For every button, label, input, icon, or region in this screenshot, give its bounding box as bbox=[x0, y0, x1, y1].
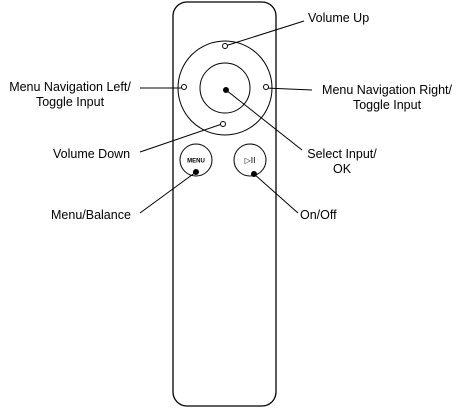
dot-select bbox=[223, 87, 229, 93]
dot-volume-down bbox=[220, 121, 226, 127]
dot-nav-left bbox=[181, 84, 187, 90]
label-menu-balance: Menu/Balance bbox=[51, 208, 131, 222]
label-select-line1: Select Input/ bbox=[307, 147, 377, 161]
dot-menu-balance bbox=[193, 169, 199, 175]
leader-nav-right bbox=[264, 87, 313, 91]
label-nav-right-line1: Menu Navigation Right/ bbox=[322, 83, 452, 97]
menu-button[interactable] bbox=[179, 143, 213, 177]
dot-on-off bbox=[251, 171, 257, 177]
leader-select bbox=[225, 89, 303, 151]
label-volume-down: Volume Down bbox=[53, 147, 131, 161]
label-nav-right: Menu Navigation Right/ Toggle Input bbox=[313, 83, 461, 113]
label-on-off: On/Off bbox=[300, 208, 337, 222]
label-nav-right-line2: Toggle Input bbox=[352, 98, 422, 112]
leader-on-off bbox=[253, 173, 299, 214]
leader-menu-balance bbox=[139, 171, 197, 214]
label-nav-left-line2: Toggle Input bbox=[35, 95, 105, 109]
label-select: Select Input/ OK bbox=[296, 147, 388, 177]
label-volume-up: Volume Up bbox=[308, 11, 370, 25]
dot-volume-up bbox=[222, 43, 228, 49]
leader-volume-up bbox=[224, 20, 305, 47]
menu-button-label: MENU bbox=[187, 159, 205, 165]
dot-nav-right bbox=[263, 84, 269, 90]
leader-volume-down bbox=[139, 123, 223, 153]
label-select-line2: OK bbox=[332, 162, 352, 176]
label-nav-left: Menu Navigation Left/ Toggle Input bbox=[0, 80, 140, 110]
label-nav-left-line1: Menu Navigation Left/ bbox=[9, 80, 131, 94]
play-pause-button[interactable] bbox=[233, 143, 267, 177]
play-pause-icon: ▷II bbox=[245, 156, 256, 165]
